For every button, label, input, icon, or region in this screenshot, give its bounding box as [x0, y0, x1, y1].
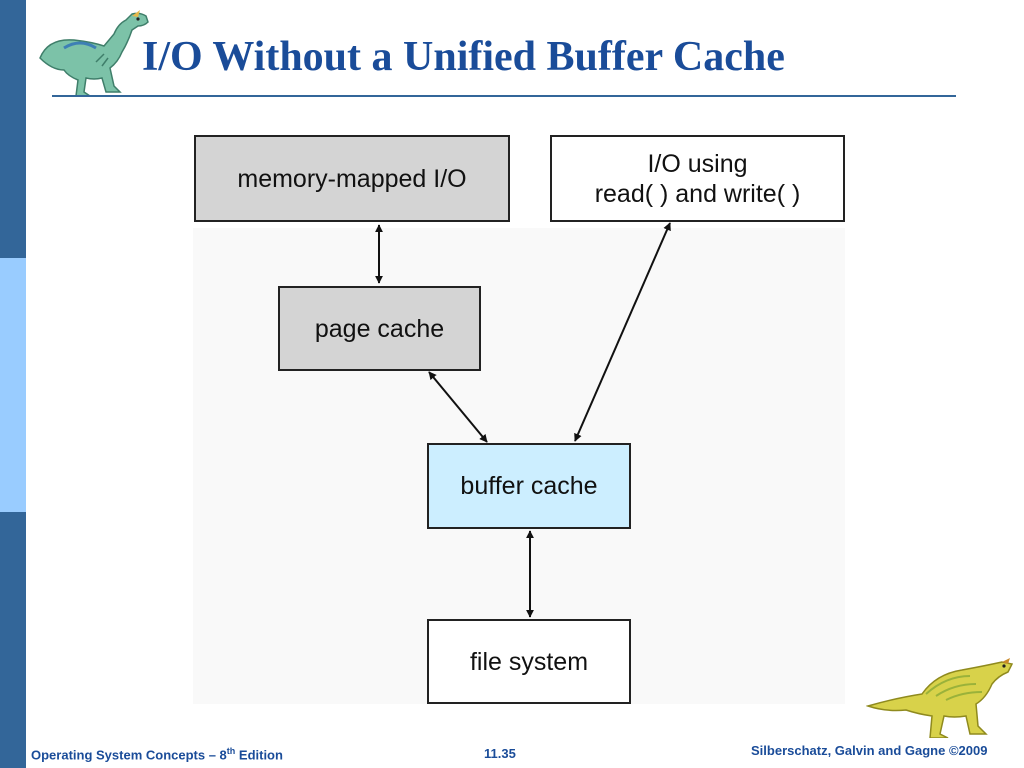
footer-course-superscript: th [226, 746, 236, 756]
node-buffer-cache: buffer cache [427, 443, 631, 529]
sidebar-stripe-top [0, 0, 26, 258]
node-file-system-label: file system [469, 647, 589, 676]
arrow-page-cache-buffer-cache [428, 371, 488, 443]
node-io-read-write: I/O using read( ) and write( ) [550, 135, 845, 222]
footer-page-number: 11.35 [484, 746, 516, 761]
arrow-read-write-buffer-cache [574, 222, 671, 442]
node-file-system: file system [427, 619, 631, 704]
green-dinosaur-icon [39, 10, 149, 97]
node-memory-mapped-io-label: memory-mapped I/O [237, 164, 467, 193]
node-buffer-cache-label: buffer cache [460, 472, 598, 500]
footer-course-suffix: Edition [235, 747, 283, 763]
node-page-cache: page cache [278, 286, 481, 371]
node-page-cache-label: page cache [314, 314, 445, 343]
node-io-read-write-label: I/O using read( ) and write( ) [594, 149, 801, 208]
node-memory-mapped-io: memory-mapped I/O [194, 135, 510, 222]
sidebar-stripe-bottom [0, 512, 26, 768]
slide-title: I/O Without a Unified Buffer Cache [142, 34, 785, 80]
footer-course-title: Operating System Concepts – 8th Edition [31, 746, 283, 762]
yellow-dinosaur-icon [866, 658, 1014, 738]
footer-copyright: Silberschatz, Galvin and Gagne ©2009 [751, 743, 988, 758]
footer-course-prefix: Operating System Concepts – 8 [31, 747, 227, 763]
title-divider [52, 95, 956, 97]
sidebar-stripe-middle [0, 258, 26, 512]
